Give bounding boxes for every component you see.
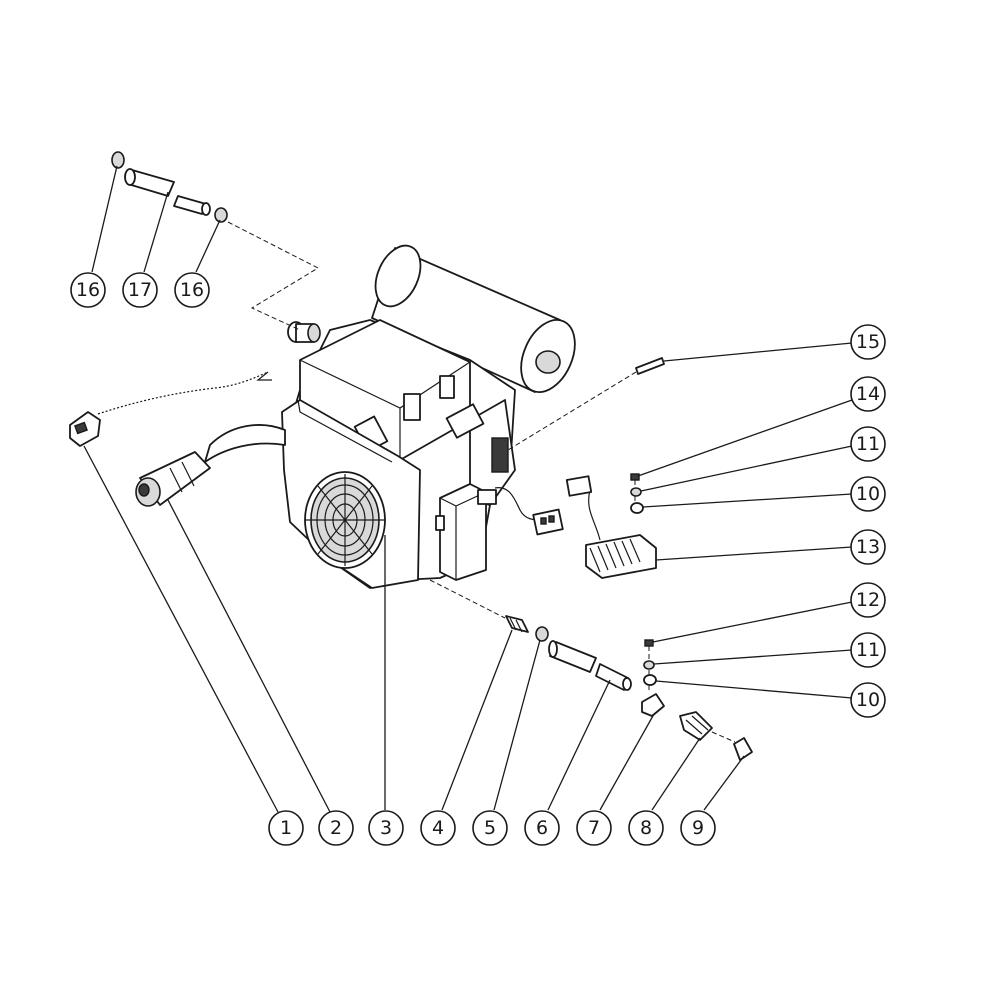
part-5-clamp bbox=[535, 626, 549, 642]
callout-10-lower-label: 10 bbox=[856, 689, 880, 711]
callout-15-label: 15 bbox=[856, 331, 880, 353]
callout-11-upper: 11 bbox=[850, 426, 886, 462]
callout-9: 9 bbox=[680, 810, 716, 846]
callout-8-label: 8 bbox=[640, 817, 652, 839]
part-6-hose bbox=[548, 640, 632, 691]
muffler bbox=[371, 244, 576, 393]
callout-3-label: 3 bbox=[380, 817, 392, 839]
harness-connector bbox=[532, 508, 564, 536]
callout-16-left: 16 bbox=[70, 272, 106, 308]
callout-7: 7 bbox=[576, 810, 612, 846]
part-8-fitting bbox=[679, 711, 736, 743]
callout-4-label: 4 bbox=[432, 817, 444, 839]
callout-4: 4 bbox=[420, 810, 456, 846]
callout-17: 17 bbox=[122, 272, 158, 308]
callout-11-lower-label: 11 bbox=[856, 639, 880, 661]
callout-17-label: 17 bbox=[128, 279, 152, 301]
part-10-washer bbox=[630, 502, 644, 514]
starter-solenoid bbox=[435, 483, 497, 581]
callout-10-upper-label: 10 bbox=[856, 483, 880, 505]
callout-1-label: 1 bbox=[280, 817, 292, 839]
part-12-screw bbox=[644, 639, 654, 647]
callout-12-label: 12 bbox=[856, 589, 880, 611]
part-15-pin bbox=[635, 357, 665, 375]
callout-13: 13 bbox=[850, 529, 886, 565]
part-13-regulator bbox=[565, 475, 657, 579]
callout-6-label: 6 bbox=[536, 817, 548, 839]
callout-16-right: 16 bbox=[174, 272, 210, 308]
part-7-clamp bbox=[641, 693, 665, 717]
callout-5: 5 bbox=[472, 810, 508, 846]
part-9-cap bbox=[733, 737, 753, 761]
part-4-hose-barb bbox=[505, 615, 529, 633]
callout-5-label: 5 bbox=[484, 817, 496, 839]
part-11-washer-lower bbox=[643, 660, 655, 670]
callout-11-lower: 11 bbox=[850, 632, 886, 668]
engine-assembly bbox=[204, 244, 576, 589]
part-10-washer-lower bbox=[643, 674, 657, 686]
fan-grill bbox=[304, 471, 386, 569]
callout-14: 14 bbox=[850, 376, 886, 412]
regulator-fasteners bbox=[630, 473, 644, 514]
callout-8: 8 bbox=[628, 810, 664, 846]
top-fuel-line-assembly bbox=[111, 151, 320, 331]
callout-12: 12 bbox=[850, 582, 886, 618]
callout-10-upper: 10 bbox=[850, 476, 886, 512]
part-16-clamp-left bbox=[111, 151, 125, 169]
part-2-plug bbox=[135, 451, 211, 507]
part-1-connector-cable bbox=[69, 371, 272, 447]
part-11-washer bbox=[630, 487, 642, 497]
fuel-inlet-fitting bbox=[287, 321, 321, 343]
callout-2-label: 2 bbox=[330, 817, 342, 839]
leader-lines bbox=[83, 165, 853, 813]
callout-16-right-label: 16 bbox=[180, 279, 204, 301]
callout-11-upper-label: 11 bbox=[856, 433, 880, 455]
part-14-screw bbox=[630, 473, 640, 481]
callout-13-label: 13 bbox=[856, 536, 880, 558]
callout-9-label: 9 bbox=[692, 817, 704, 839]
callout-6: 6 bbox=[524, 810, 560, 846]
part-16-clamp-right bbox=[214, 207, 228, 223]
callout-16-left-label: 16 bbox=[76, 279, 100, 301]
callout-15: 15 bbox=[850, 324, 886, 360]
callout-3: 3 bbox=[368, 810, 404, 846]
callout-2: 2 bbox=[318, 810, 354, 846]
callout-1: 1 bbox=[268, 810, 304, 846]
callout-10-lower: 10 bbox=[850, 682, 886, 718]
lower-fasteners bbox=[643, 639, 657, 690]
callout-14-label: 14 bbox=[856, 383, 880, 405]
callout-7-label: 7 bbox=[588, 817, 600, 839]
cable-conduit bbox=[204, 424, 286, 463]
